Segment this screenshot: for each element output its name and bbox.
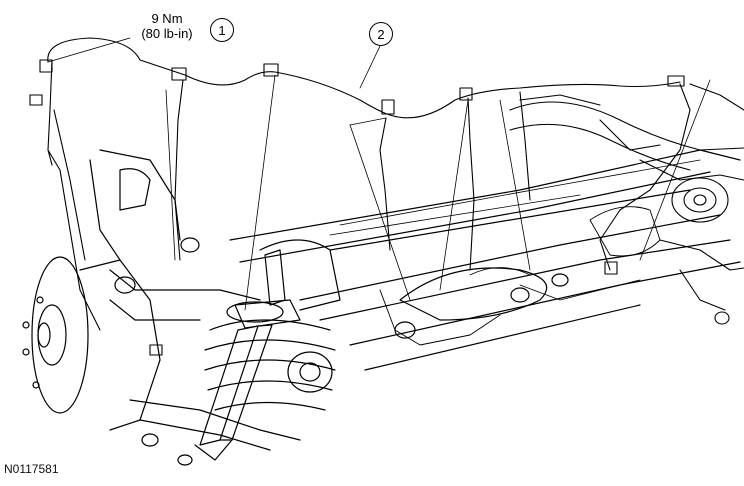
torque-value: 9 Nm xyxy=(151,11,183,26)
figure-id: N0117581 xyxy=(4,462,59,476)
subframe xyxy=(229,149,741,371)
callout-1: 1 xyxy=(210,18,234,42)
right-hub-assembly xyxy=(509,94,744,325)
leader-lines xyxy=(47,37,711,311)
left-hub-assembly xyxy=(22,149,301,466)
shock-and-spring xyxy=(194,239,341,461)
callout-2: 2 xyxy=(369,22,393,46)
wiring-harness xyxy=(29,37,744,356)
torque-spec-label: 9 Nm (80 lb-in) xyxy=(112,11,222,41)
torque-imperial: (80 lb-in) xyxy=(141,26,193,41)
